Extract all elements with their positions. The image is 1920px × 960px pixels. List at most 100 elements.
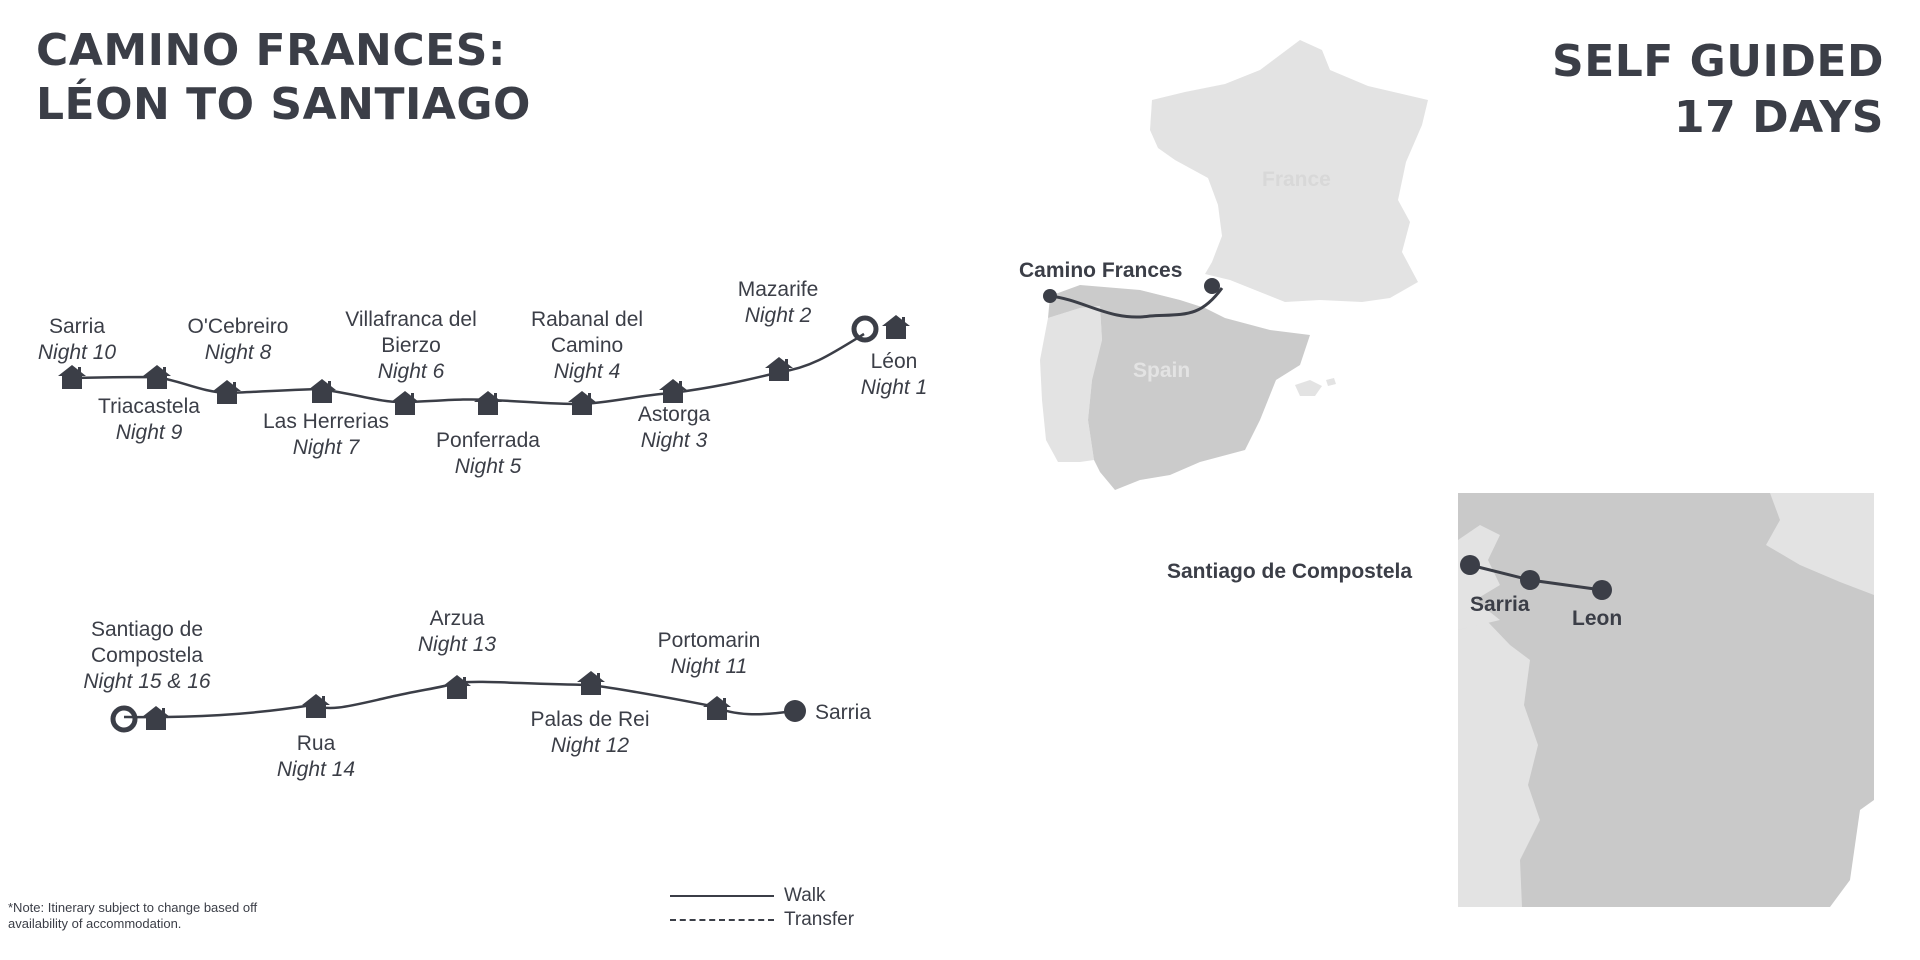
stop-rabanal: Rabanal del Camino Night 4 [502,307,672,385]
stop-name: Sarria [814,701,872,724]
region-sea-edge [1830,800,1874,907]
stop-triacastela: Triacastela Night 9 [98,394,200,446]
legend-transfer: Transfer [670,908,854,932]
france-label: France [1262,168,1331,191]
stop-name: Triacastela [98,395,200,418]
stop-night: Night 9 [115,421,183,444]
route-end-dot-east [1204,278,1220,294]
stop-name: Villafranca del Bierzo [345,308,477,357]
tour-type-heading: SELF GUIDED 17 DAYS [1552,34,1884,146]
stop-name: Rabanal del Camino [530,308,644,357]
stop-night: Night 6 [377,360,445,383]
subtitle-line-1: SELF GUIDED [1552,36,1884,87]
leon-ring-marker-icon [851,315,879,343]
stop-name: Léon [870,350,918,373]
stop-name: Portomarin [657,629,761,652]
stop-name: Las Herrerias [262,410,390,433]
stop-name: Palas de Rei [530,708,650,731]
stop-santiago: Santiago de Compostela Night 15 & 16 [57,617,237,695]
camino-frances-route [1049,287,1224,319]
stop-ocebreiro: O'Cebreiro Night 8 [188,314,289,366]
sarria-dot [1520,570,1540,590]
leon-house-icon [882,315,910,339]
stop-sarria-bottom: Sarria [815,700,871,726]
europe-map [1040,40,1428,490]
page-title: CAMINO FRANCES: LÉON TO SANTIAGO [36,24,531,132]
santiago-ring-marker-icon [110,705,138,733]
itinerary-note: *Note: Itinerary subject to change based… [8,900,258,931]
leon-dot [1592,580,1612,600]
stop-night: Night 14 [276,758,356,781]
stop-name: Santiago de Compostela [90,618,204,667]
spain-shape [1048,285,1310,490]
title-line-1: CAMINO FRANCES: [36,25,506,76]
stop-night: Night 13 [417,633,497,656]
sarria-map-label: Sarria [1470,593,1530,616]
stop-night: Night 7 [292,436,360,459]
portomarin-house-icon [703,696,731,720]
stop-arzua: Arzua Night 13 [418,606,496,658]
stop-night: Night 2 [744,304,812,327]
stop-night: Night 11 [670,655,748,678]
stop-palas-de-rei: Palas de Rei Night 12 [530,707,649,759]
stop-rua: Rua Night 14 [277,731,355,783]
stop-night: Night 8 [204,341,272,364]
solid-line-icon [670,895,774,897]
leon-map-label: Leon [1572,607,1623,630]
stop-name: Ponferrada [436,429,540,452]
stop-las-herrerias: Las Herrerias Night 7 [263,409,389,461]
palas-house-icon [577,671,605,695]
region-portugal-shape [1458,622,1540,907]
subtitle-line-2: 17 DAYS [1674,92,1884,143]
dashed-line-icon [670,919,774,921]
stop-night: Night 15 & 16 [83,670,211,693]
stop-night: Night 4 [553,360,621,383]
triacastela-house-icon [143,365,171,389]
map-legend: Walk Transfer [670,884,854,932]
legend-walk: Walk [670,884,854,908]
spain-label: Spain [1133,359,1191,382]
stop-name: Arzua [429,607,485,630]
rua-house-icon [302,694,330,718]
stop-astorga: Astorga Night 3 [638,402,710,454]
portugal-shape [1040,306,1102,462]
santiago-house-icon [142,706,170,730]
rabanal-house-icon [568,391,596,415]
stop-night: Night 3 [640,429,708,452]
region-galicia-coast [1458,525,1500,630]
stop-name: Sarria [48,315,106,338]
menorca-shape [1326,378,1336,386]
legend-transfer-label: Transfer [784,909,855,930]
stop-name: Astorga [637,403,711,426]
stop-ponferrada: Ponferrada Night 5 [436,428,540,480]
route-end-dot-west [1043,289,1057,303]
stop-sarria-top: Sarria Night 10 [38,314,116,366]
camino-frances-label: Camino Frances [1019,259,1183,282]
mallorca-shape [1295,380,1322,396]
region-map [1458,493,1874,907]
ocebreiro-house-icon [213,380,241,404]
ponferrada-house-icon [474,391,502,415]
title-line-2: LÉON TO SANTIAGO [36,79,531,130]
sarria-dot-marker-icon [784,700,806,722]
stop-night: Night 12 [550,734,630,757]
stop-portomarin: Portomarin Night 11 [658,628,761,680]
stop-night: Night 10 [37,341,117,364]
stop-night: Night 5 [454,455,522,478]
mazarife-house-icon [765,357,793,381]
villafranca-house-icon [391,391,419,415]
arzua-house-icon [443,675,471,699]
stop-leon: Léon Night 1 [861,349,928,401]
route-top-line [71,332,865,406]
sarria-top-house-icon [58,365,86,389]
france-shape [1150,40,1428,302]
stop-name: Mazarife [737,278,819,301]
stop-mazarife: Mazarife Night 2 [738,277,819,329]
stop-villafranca: Villafranca del Bierzo Night 6 [326,307,496,385]
stop-night: Night 1 [860,376,928,399]
santiago-dot [1460,555,1480,575]
santiago-map-label: Santiago de Compostela [1167,560,1413,583]
legend-walk-label: Walk [784,885,826,906]
region-france-shape [1766,493,1874,595]
